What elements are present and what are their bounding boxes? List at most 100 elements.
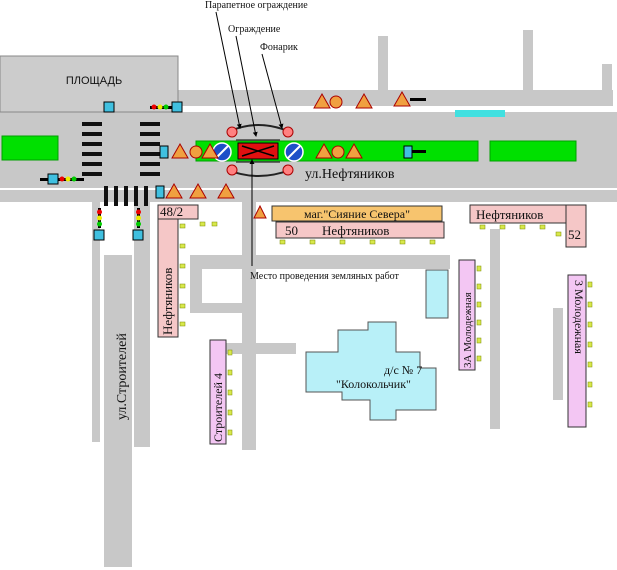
north-drive-1 xyxy=(378,36,388,92)
annotation-parapet: Парапетное ограждение xyxy=(205,0,308,11)
building-48-2-number: 48/2 xyxy=(160,204,183,219)
median-west xyxy=(1,135,59,161)
annotation-lantern: Фонарик xyxy=(260,42,298,53)
warning-sign-icon xyxy=(315,142,333,159)
west-drive xyxy=(134,202,150,447)
building-50-number: 50 xyxy=(285,223,298,238)
building-molodezhnaya-3 xyxy=(567,274,587,428)
building-stroiteley-4-label: Строителей 4 xyxy=(211,373,225,442)
north-lane xyxy=(178,90,613,106)
small-cyan-building xyxy=(425,269,449,319)
median-east xyxy=(489,140,577,162)
warning-sign-icon xyxy=(253,204,267,219)
warning-sign-icon xyxy=(345,142,363,159)
building-50 xyxy=(275,221,445,239)
building-52: Нефтяников 52 xyxy=(469,204,587,248)
warning-sign-icon xyxy=(313,92,331,109)
warning-sign-icon xyxy=(165,182,183,199)
north-drive-2 xyxy=(523,30,533,92)
excavation-cross xyxy=(241,145,275,157)
building-52-name: Нефтяников xyxy=(476,207,543,222)
kindergarten-building xyxy=(305,321,437,421)
warning-sign-icon xyxy=(171,142,189,159)
lantern-icon xyxy=(282,126,294,138)
stroiteley-road xyxy=(104,255,132,567)
far-east-drive xyxy=(553,308,563,400)
sign-group-median-east xyxy=(315,142,426,159)
building-50-name: Нефтяников xyxy=(322,223,389,238)
sign-group-median-west xyxy=(171,142,219,159)
building-molodezhnaya-3-label: 3 Молодежная xyxy=(572,280,586,354)
detour-arrow xyxy=(287,145,301,159)
annotations: Парапетное ограждение Ограждение Фонарик… xyxy=(205,0,400,282)
lantern-icon xyxy=(226,126,238,138)
speed-limit-sign-icon xyxy=(329,95,343,109)
entrance-markers xyxy=(179,221,593,436)
building-48-2: 48/2 Нефтяников xyxy=(157,204,199,338)
sign-group-south xyxy=(155,182,267,219)
sign-post-icon xyxy=(412,150,426,153)
annotation-fence: Ограждение xyxy=(228,24,281,35)
annotation-lantern-pointer xyxy=(261,53,284,129)
crosswalk-west xyxy=(82,122,102,176)
bus-stop-platform xyxy=(455,110,505,117)
plaza xyxy=(0,55,179,113)
fence-lines xyxy=(236,139,280,163)
street-label-neftyanikov: ул.Нефтяников xyxy=(305,167,395,182)
kindergarten-label-1: д/с № 7 xyxy=(384,363,422,377)
info-sign-icon xyxy=(403,145,413,159)
building-52-side xyxy=(565,204,587,248)
annotation-parapet-pointer xyxy=(215,11,242,129)
shop-building xyxy=(271,205,443,222)
building-stroiteley-4 xyxy=(209,339,227,445)
detour-arrow xyxy=(215,145,229,159)
north-drive-3 xyxy=(602,64,612,92)
lantern-icon xyxy=(226,164,238,176)
info-sign-icon xyxy=(155,185,165,199)
traffic-light-south-west xyxy=(93,208,105,241)
building-52-number: 52 xyxy=(568,227,581,242)
inner-drive xyxy=(242,202,256,450)
sign-post-icon xyxy=(410,98,426,101)
crosswalk-south xyxy=(104,186,148,206)
warning-sign-icon xyxy=(393,90,411,107)
crossing-sign-icon xyxy=(171,101,183,113)
street-label-stroiteley: ул.Строителей xyxy=(115,333,130,420)
road-signs xyxy=(40,90,426,241)
warning-sign-icon xyxy=(201,142,219,159)
building-molodezhnaya-3a xyxy=(458,259,476,371)
sign-group-north xyxy=(313,90,426,109)
crossing-sign-icon xyxy=(103,101,115,113)
inner-cross-drive xyxy=(190,255,450,269)
east-drive xyxy=(490,229,500,429)
building-48-2-name: Нефтяников xyxy=(160,268,175,335)
traffic-light-south-east xyxy=(132,208,144,241)
warning-sign-icon xyxy=(355,92,373,109)
drive-to-kinder xyxy=(224,343,296,354)
crossing-sign-icon xyxy=(47,173,59,185)
traffic-lights xyxy=(40,101,183,241)
speed-limit-sign-icon xyxy=(189,145,203,159)
warning-sign-icon xyxy=(217,182,235,199)
speed-limit-sign-icon xyxy=(331,145,345,159)
crossing-sign-icon xyxy=(93,229,105,241)
crossing-sign-icon xyxy=(159,145,169,159)
west-edge-drive xyxy=(92,202,100,442)
shop-label: маг."Сияние Севера" xyxy=(304,207,410,221)
lantern-icon xyxy=(282,164,294,176)
inner-spur xyxy=(190,268,202,313)
annotation-fence-pointer xyxy=(235,35,258,137)
road-network xyxy=(0,30,617,567)
building-molodezhnaya-3a-label: 3А Молодежная xyxy=(462,292,474,368)
south-lane xyxy=(0,190,617,202)
crossing-sign-icon xyxy=(132,229,144,241)
kindergarten-label-2: "Колокольчик" xyxy=(336,377,411,391)
warning-sign-icon xyxy=(189,182,207,199)
crosswalk-east xyxy=(140,122,160,176)
building-48-2-top xyxy=(157,204,199,220)
plaza-label: ПЛОЩАДЬ xyxy=(66,75,122,87)
inner-spur-b xyxy=(190,303,242,313)
annotation-work-site: Место проведения земляных работ xyxy=(250,271,400,282)
